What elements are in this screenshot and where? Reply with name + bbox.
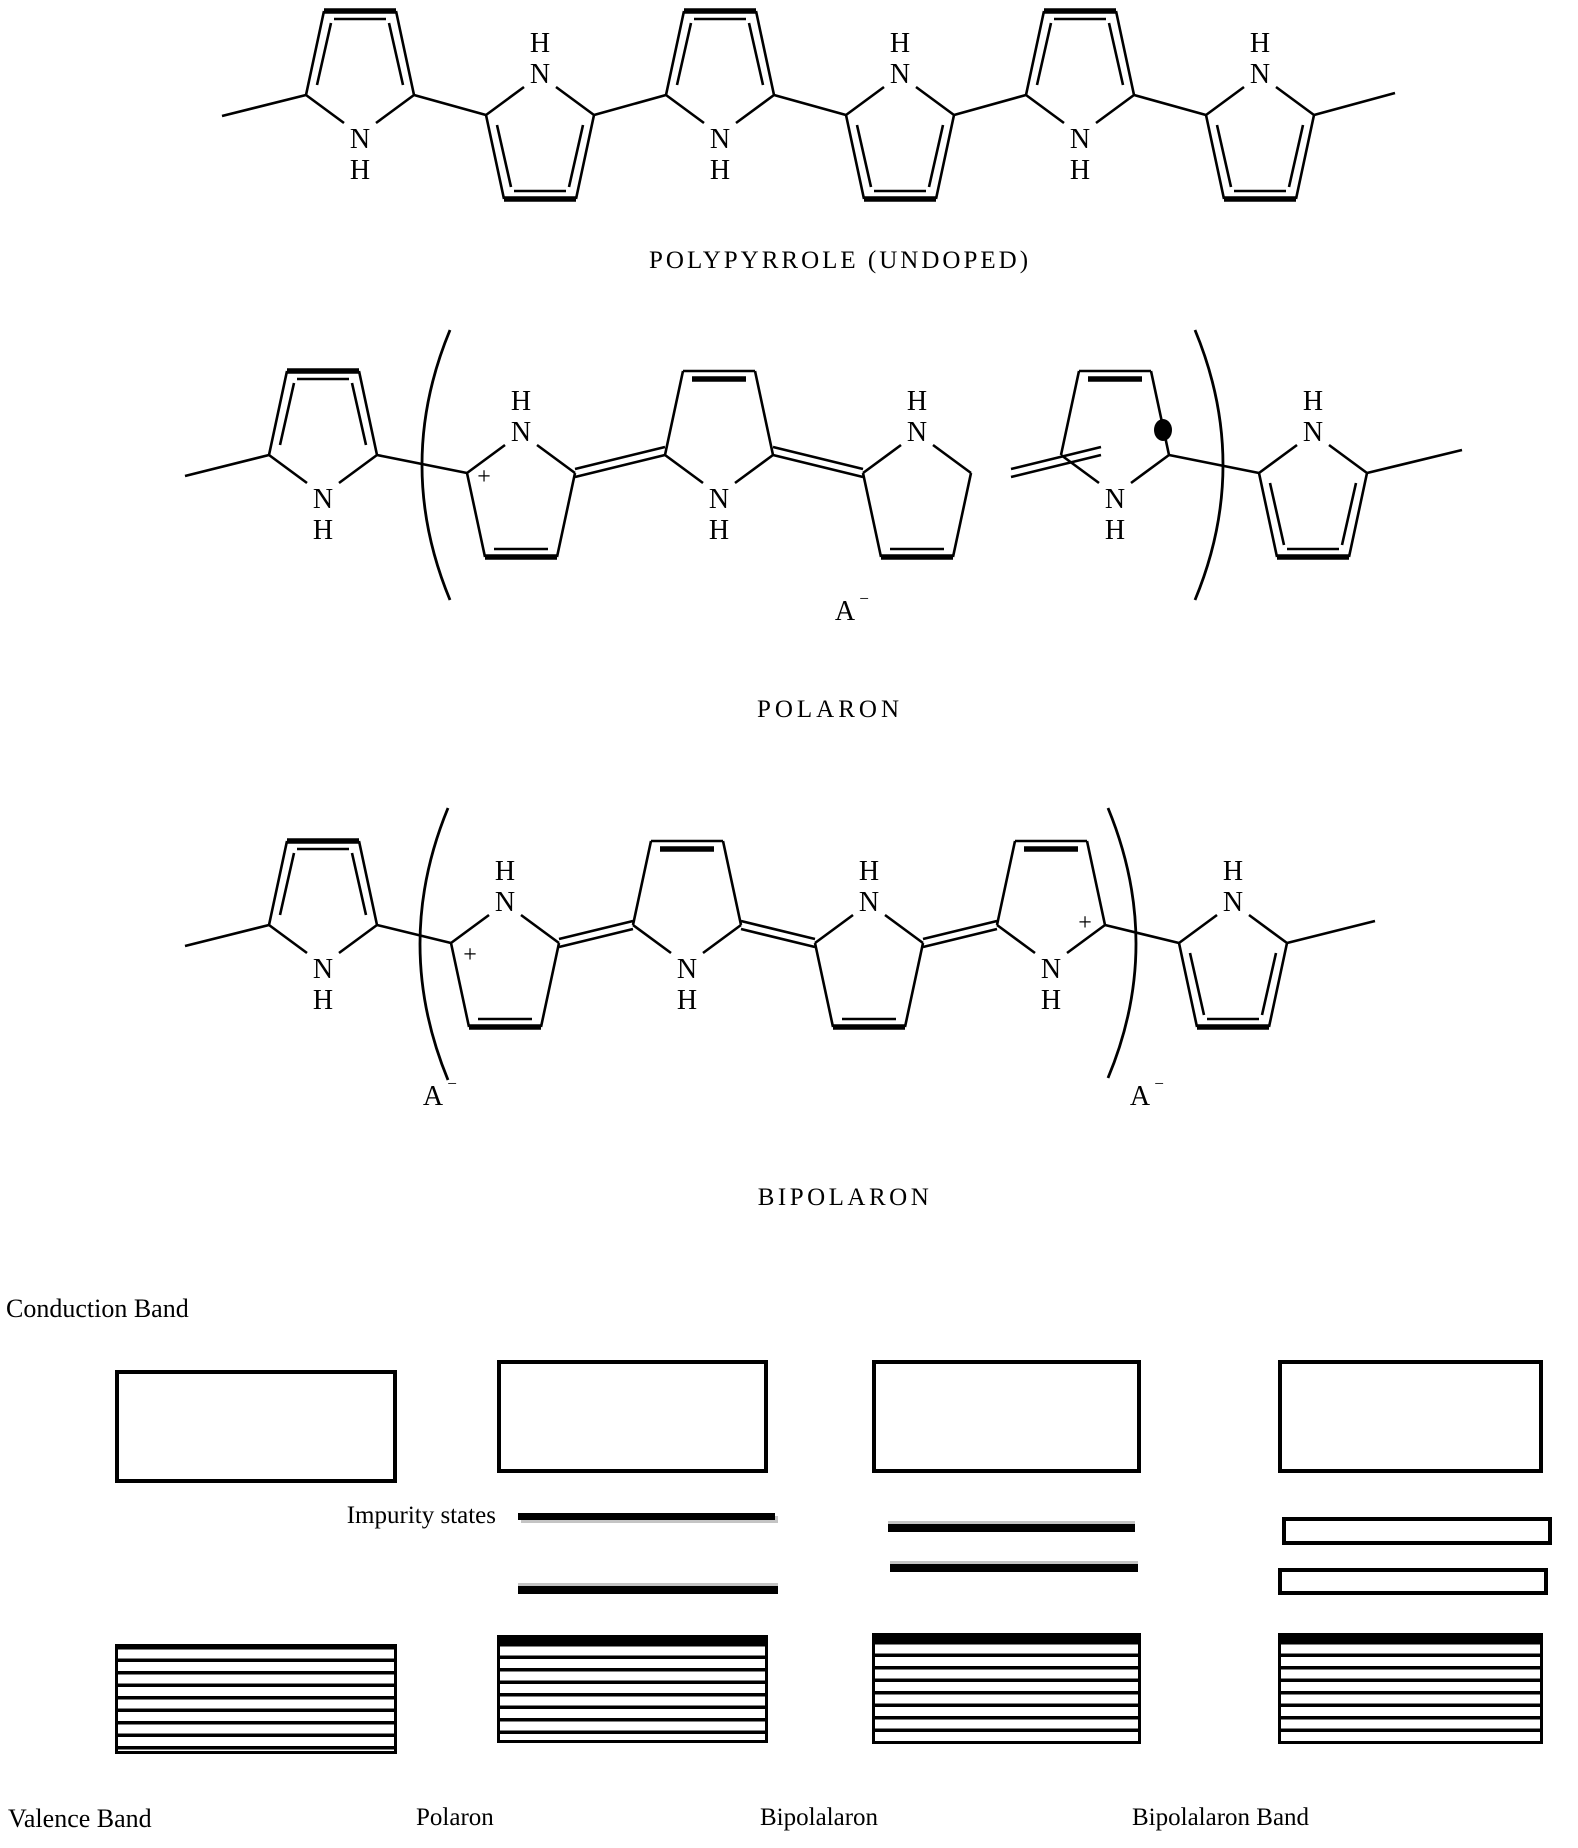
- inter-ring-single-bonds: [184, 919, 1376, 948]
- pyrrole-ring-5: [1061, 371, 1169, 546]
- impurity-band-box-lower: [1278, 1568, 1548, 1595]
- pyrrole-ring-1: [269, 371, 377, 546]
- bipolaron-column-label: Bipolalaron: [760, 1804, 879, 1831]
- plus-charge-label-right: +: [1078, 910, 1092, 936]
- pyrrole-ring-1: [306, 11, 414, 186]
- pyrrole-ring-5: [1026, 11, 1134, 186]
- counterion-charge-label: −: [859, 589, 869, 608]
- pyrrole-ring-3: [665, 371, 773, 546]
- bipolaron-structure: + + A − A −: [184, 807, 1376, 1112]
- pyrrole-ring-2: [486, 28, 594, 199]
- undoped-polypyrrole-structure: [221, 0, 1396, 210]
- inter-ring-double-bonds: [558, 919, 998, 949]
- counterion-charge-label-right: −: [1154, 1074, 1164, 1093]
- inter-ring-double-bonds: [574, 445, 1102, 479]
- pyrrole-ring-3: [633, 841, 741, 1016]
- valence-band-box-polaron-column: [497, 1635, 768, 1743]
- impurity-line-bipolaron-lower: [890, 1564, 1138, 1572]
- pyrrole-ring-4: [846, 28, 954, 199]
- impurity-line-polaron-lower: [518, 1586, 778, 1594]
- plus-charge-label-left: +: [463, 942, 477, 968]
- valence-band-label: Valence Band: [8, 1804, 152, 1833]
- close-bracket: [1193, 329, 1225, 601]
- impurity-line-bipolaron-upper: [888, 1524, 1135, 1532]
- pyrrole-ring-6: [1206, 28, 1314, 199]
- conduction-band-box-bipolaron-column: [872, 1360, 1141, 1473]
- counterion-label-left: A: [423, 1081, 444, 1112]
- bipolaron-structure-label: BIPOLARON: [757, 1184, 933, 1211]
- inter-ring-single-bonds: [221, 91, 1396, 118]
- polaron-structure-label: POLARON: [756, 696, 904, 723]
- conduction-band-box-bipolaron-band-column: [1278, 1360, 1543, 1473]
- valence-band-box-valence-column: [115, 1644, 397, 1754]
- valence-band-box-bipolaron-column: [872, 1633, 1141, 1744]
- radical-dot-icon: [1154, 419, 1172, 441]
- polaron-structure: + A −: [184, 329, 1463, 627]
- pyrrole-ring-4: [815, 856, 923, 1027]
- close-bracket: [1106, 807, 1138, 1079]
- plus-charge-label: +: [477, 464, 491, 490]
- conduction-band-label: Conduction Band: [6, 1294, 189, 1323]
- counterion-label: A: [835, 596, 856, 627]
- pyrrole-ring-6: [1259, 386, 1367, 557]
- conduction-band-box-valence-column: [115, 1370, 397, 1483]
- undoped-structure-label: POLYPYRROLE (UNDOPED): [648, 247, 1032, 274]
- pyrrole-ring-6: [1179, 856, 1287, 1027]
- valence-band-box-bipolaron-band-column: [1278, 1633, 1543, 1744]
- counterion-charge-label-left: −: [447, 1074, 457, 1093]
- open-bracket: [420, 329, 452, 601]
- polaron-column-label: Polaron: [416, 1804, 494, 1831]
- counterion-label-right: A: [1130, 1081, 1151, 1112]
- pyrrole-ring-4: [863, 386, 971, 557]
- conduction-band-box-polaron-column: [497, 1360, 768, 1473]
- impurity-line-polaron-upper: [518, 1513, 775, 1520]
- impurity-band-box-upper: [1282, 1517, 1552, 1545]
- bipolaron-band-column-label: Bipolalaron Band: [1132, 1804, 1310, 1831]
- open-bracket: [418, 807, 450, 1081]
- pyrrole-ring-3: [666, 11, 774, 186]
- impurity-states-label: Impurity states: [346, 1502, 496, 1529]
- pyrrole-ring-1: [269, 841, 377, 1016]
